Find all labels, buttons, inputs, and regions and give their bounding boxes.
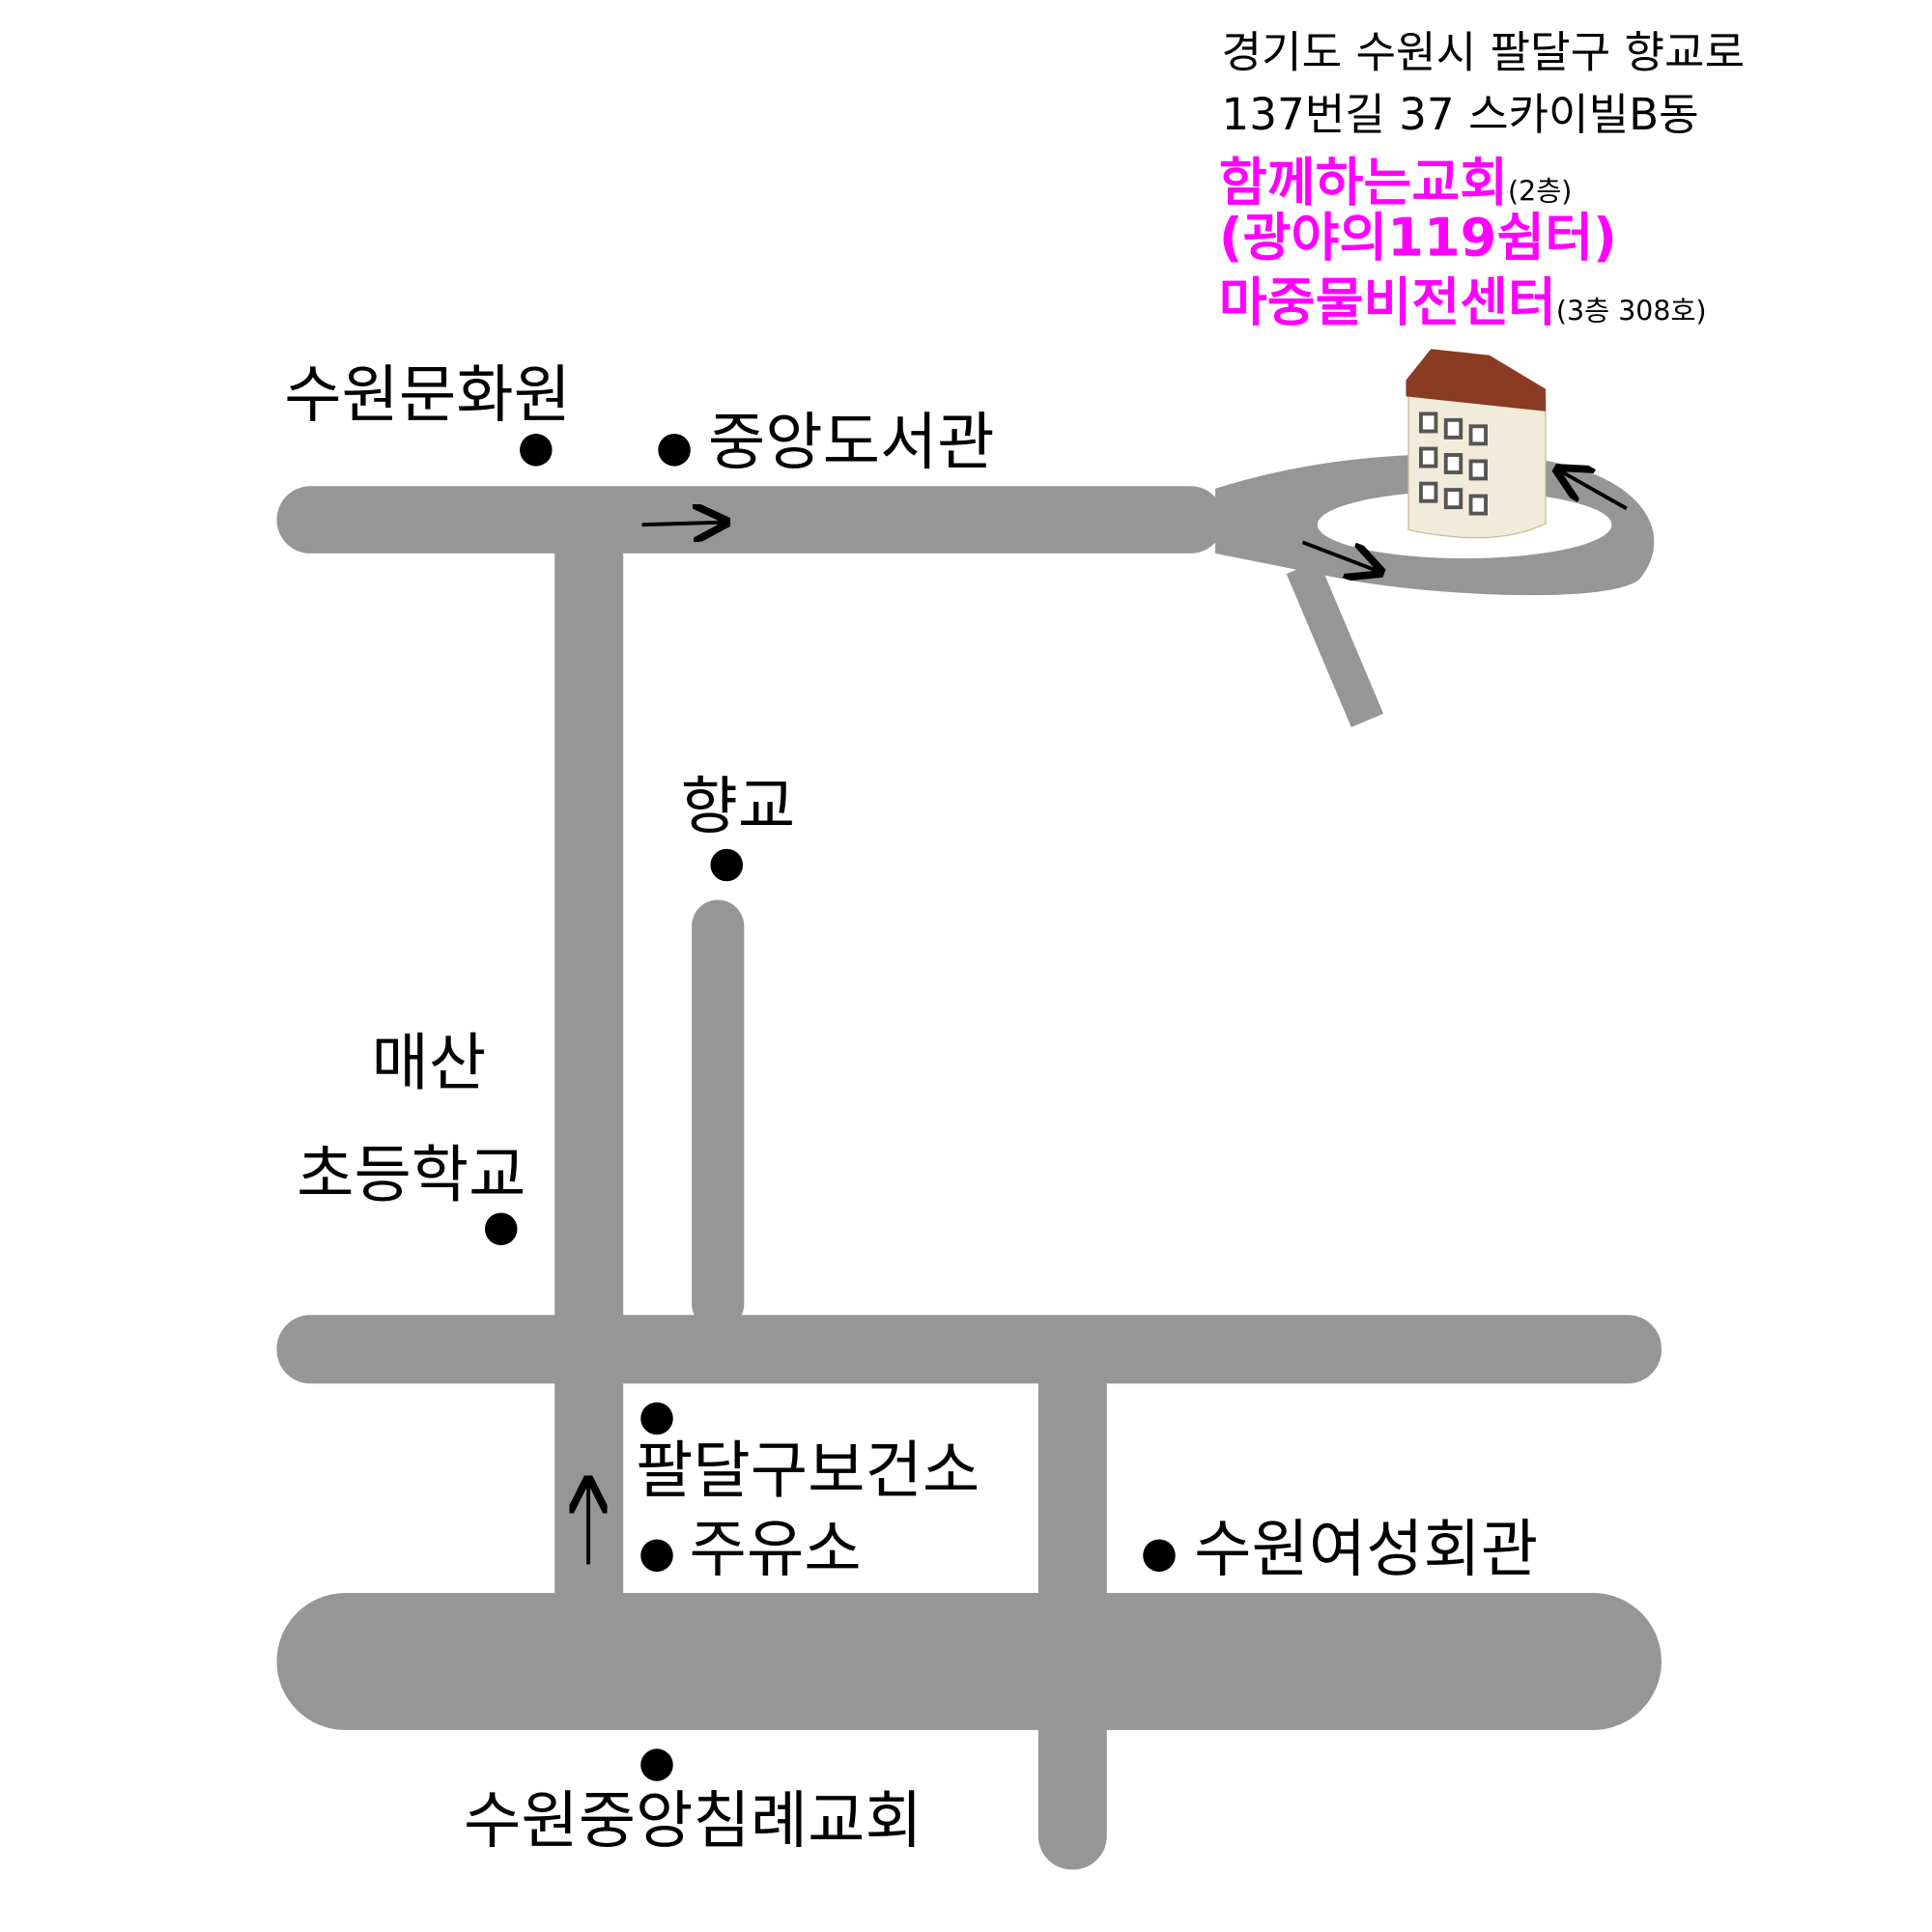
- dot-gas-station: [640, 1539, 673, 1573]
- label-baptist-church: 수원중앙침례교회: [463, 1784, 923, 1858]
- address-line-1: 경기도 수원시 팔달구 향교로: [1221, 28, 1746, 79]
- church-floor: (2층): [1508, 177, 1573, 209]
- dot-health-center: [640, 1402, 673, 1435]
- destination-church: 함께하는교회(2층): [1219, 156, 1573, 210]
- road-left-vertical: [554, 498, 624, 1608]
- destination-center: 마중물비전센터(3층 308호): [1219, 276, 1707, 328]
- building-icon: [1406, 349, 1547, 539]
- arrow-east-top: [641, 523, 724, 526]
- road-middle: [276, 1315, 1662, 1384]
- dot-library: [658, 434, 691, 467]
- road-bottom: [276, 1593, 1662, 1730]
- dot-maesan-school: [484, 1212, 518, 1246]
- label-gas-station: 주유소: [689, 1513, 862, 1586]
- arrow-into-loop: [1301, 540, 1377, 571]
- road-top: [276, 486, 1225, 554]
- label-elementary-school: 초등학교: [297, 1139, 526, 1212]
- church-name: 함께하는교회: [1218, 152, 1509, 213]
- road-hyanggyo: [692, 899, 745, 1330]
- label-maesan: 매산: [371, 1027, 487, 1100]
- dot-culture-center: [520, 434, 553, 467]
- destination-shelter: (광야의119쉼터): [1218, 207, 1617, 269]
- label-hyanggyo: 향교: [680, 770, 796, 843]
- center-name: 마중물비전센터: [1218, 271, 1556, 333]
- label-culture-center: 수원문화원: [284, 358, 571, 432]
- dot-baptist-church: [640, 1748, 673, 1781]
- road-diagonal: [1286, 560, 1384, 727]
- label-library: 중앙도서관: [707, 406, 995, 479]
- dot-hyanggyo: [710, 848, 744, 882]
- address-line-2: 137번길 37 스카이빌B동: [1221, 91, 1699, 141]
- label-health-center: 팔달구보건소: [636, 1435, 980, 1507]
- arrow-loop-exit: [1560, 471, 1628, 511]
- center-floor: (3층 308호): [1555, 297, 1707, 328]
- label-womens-hall: 수원여성회관: [1194, 1513, 1539, 1586]
- dot-womens-hall: [1143, 1539, 1176, 1573]
